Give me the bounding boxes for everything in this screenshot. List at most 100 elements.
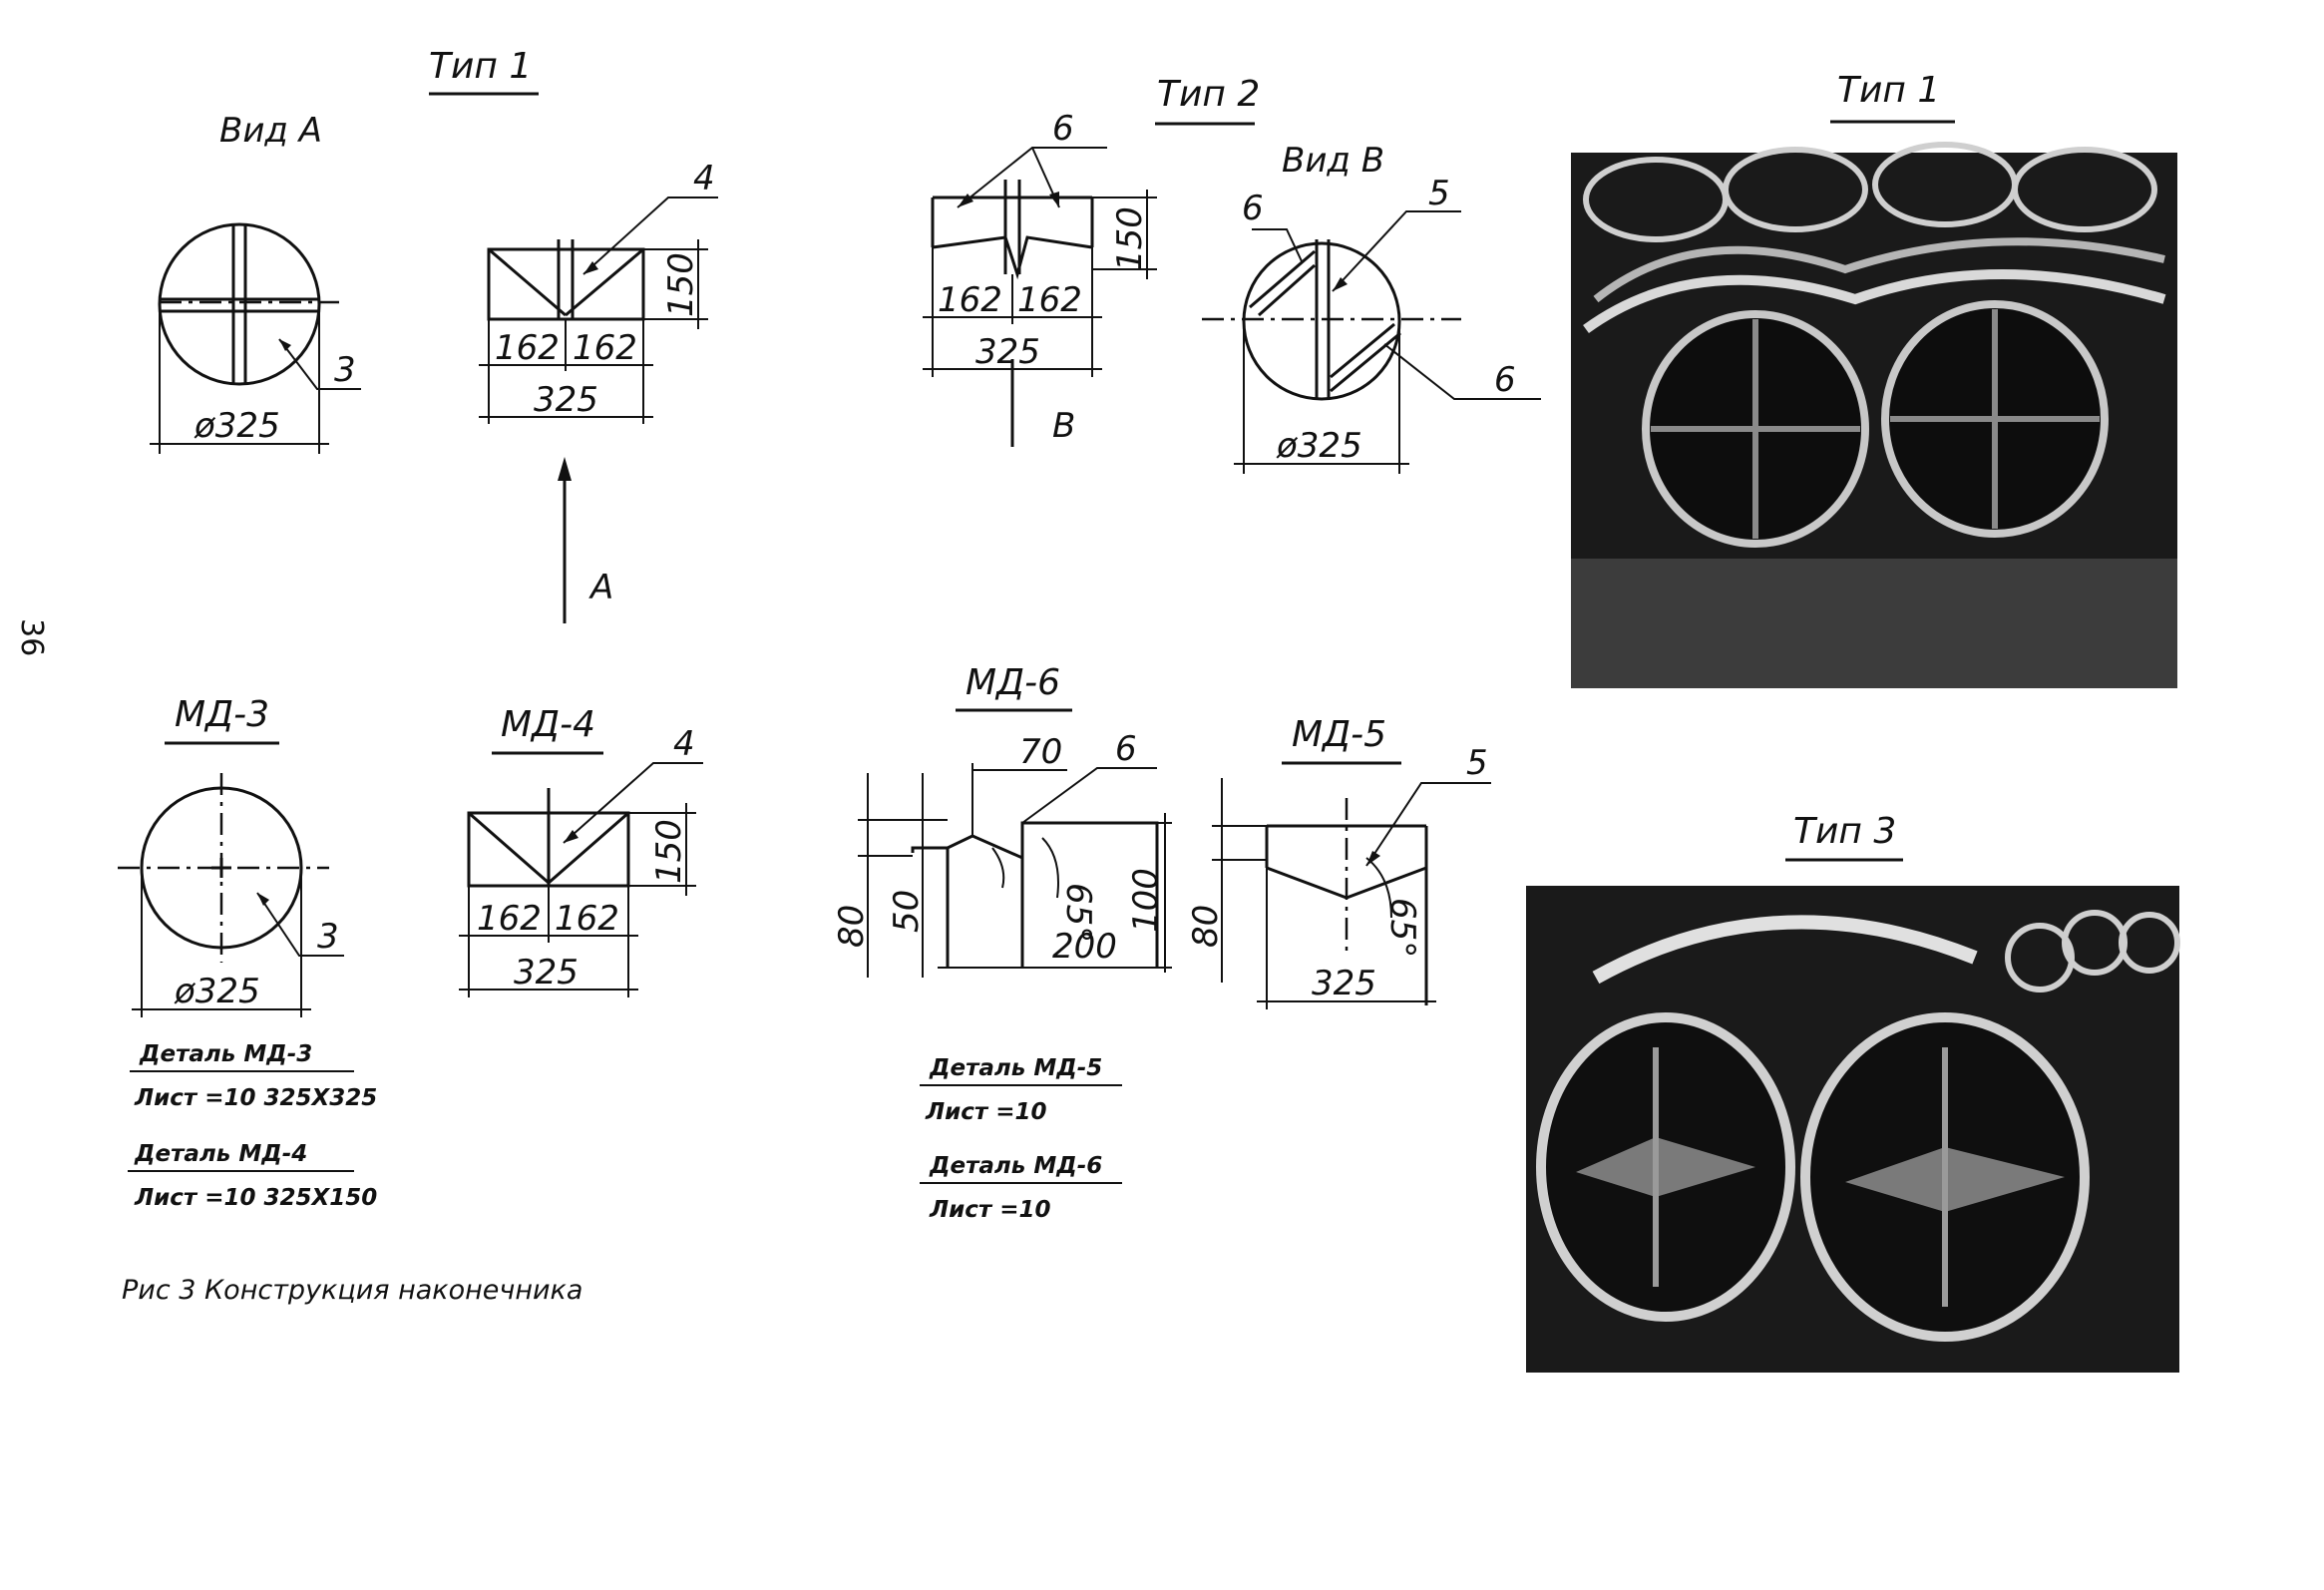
md5-angle-65: 65° [1382,898,1422,958]
tip1-title: Тип 1 [429,46,532,87]
tip2-dim-325: 325 [975,332,1040,372]
md6-title: МД-6 [966,662,1060,703]
md3-detail: МД-3 3 ø325 [118,694,344,1017]
md6-dim-70: 70 [1019,732,1062,772]
photo-tip3-bg-pipe-3 [2119,912,2180,974]
tip2-dim-162b: 162 [1017,280,1082,320]
photo-tip1-pipe-b [1723,147,1868,232]
md3-md4-notes: Деталь МД-3 Лист =10 325Х325 Деталь МД-4… [128,1041,377,1211]
md6-top-profile [911,821,1159,968]
vid-b-leader-5 [1332,210,1461,292]
md6-angle-arc [1041,837,1059,899]
md4-leader-arrow [564,830,579,843]
page-number: 36 [14,618,49,656]
vid-b-leader-6-top [1252,228,1303,262]
tip1-side-dim-162b: 162 [573,328,637,368]
md6-pos-6: 6 [1115,729,1137,769]
tip2-dim-150: 150 [1110,206,1150,271]
md4-diag-left [468,811,550,885]
tip1-side-pos-4: 4 [693,159,715,199]
tip2-side-view: Тип 2 6 150 162 162 325 В [923,74,1260,447]
md3-dim-325: ø325 [174,972,260,1011]
md6-dim-80: 80 [832,905,872,948]
vid-b-pos-5: 5 [1428,174,1450,213]
vid-b-title: Вид В [1282,141,1384,181]
tip1-side-outline [487,247,645,321]
md6-note-title: Деталь МД-6 [929,1153,1102,1179]
md4-pos-4: 4 [673,724,695,764]
md5-dim-325: 325 [1312,964,1376,1003]
tip1-side-leader-4 [582,197,718,275]
md5-title: МД-5 [1292,714,1386,755]
tip1-side-diag-right [565,247,644,317]
photo-tip3-fin-2 [1845,1147,2065,1212]
tip1-side-diag-left [488,247,567,317]
md6-dim-50: 50 [887,890,927,933]
tip2-vid-b: Вид В 6 5 6 ø325 [1202,141,1541,474]
md3-note-spec: Лист =10 325Х325 [134,1085,377,1111]
tip2-leader-arrow-a [958,194,973,207]
md3-note-title: Деталь МД-3 [139,1041,312,1067]
md4-title: МД-4 [501,704,595,745]
md6-leader-6 [1021,767,1157,824]
md6-dim-100: 100 [1126,868,1166,933]
photo-tip1: Тип 1 [1571,70,2177,688]
tip1-vid-a: Тип 1 Вид А 3 ø325 [150,46,539,454]
md5-pos-5: 5 [1466,743,1488,783]
md3-title: МД-3 [175,694,269,735]
photo-tip1-ground [1571,559,2177,688]
vid-b-fin-right-1 [1330,322,1395,379]
md5-note-title: Деталь МД-5 [929,1055,1102,1081]
tip2-leader-arrow-b [1049,192,1059,207]
md6-angle-65: 65° [1058,883,1098,943]
md3-leader-3 [256,892,344,957]
md3-leader-arrow [257,893,269,906]
md4-dim-325: 325 [514,953,579,993]
tip2-title: Тип 2 [1157,74,1260,115]
photo-tip3-title: Тип 3 [1793,811,1896,852]
vid-b-leader-6-bottom [1383,343,1541,400]
photo-tip1-pipe-rows-2 [1593,237,2165,303]
vid-a-dim-325: ø325 [194,406,280,446]
vid-a-leader-3 [278,338,361,390]
tip1-side-dim-325: 325 [534,380,598,420]
md5-dim-80: 80 [1186,905,1226,948]
md5-leader-arrow [1366,851,1380,866]
md5-detail: МД-5 5 65° 80 325 [1186,714,1491,1009]
vid-b-pos-6-bottom: 6 [1494,360,1516,400]
tip1-side-dim-162a: 162 [495,328,560,368]
photo-tip3-fin-1 [1576,1137,1755,1197]
vid-a-leader-arrow [279,339,291,351]
md3-pos-3: 3 [317,917,339,957]
tip2-dim-162a: 162 [938,280,1002,320]
vid-b-circle [1242,241,1401,401]
vid-b-fin-left-1 [1249,249,1316,309]
md4-detail: МД-4 4 150 162 162 325 [459,704,703,997]
view-arrow-b-label: В [1052,406,1075,446]
md6-note-spec: Лист =10 [929,1197,1050,1223]
tip1-side-leader-arrow [583,261,598,274]
md6-detail: МД-6 70 6 80 50 65° 100 200 [832,662,1172,978]
md4-leader-4 [563,762,703,844]
md5-note-spec: Лист =10 [925,1099,1046,1125]
vid-b-leader-5-arrow [1333,277,1348,291]
vid-a-title: Вид А [219,111,322,151]
md6-dim-200: 200 [1052,927,1117,967]
vid-b-fin-left-2 [1258,263,1316,317]
md4-note-spec: Лист =10 325Х150 [134,1185,377,1211]
md4-dim-162a: 162 [477,899,542,939]
photo-tip3: Тип 3 [1526,811,2180,1373]
tip1-side-view: 4 150 162 162 325 А [479,159,718,623]
md4-dim-150: 150 [649,819,689,884]
view-arrow-a-label: А [588,568,613,607]
md5-md6-notes: Деталь МД-5 Лист =10 Деталь МД-6 Лист =1… [920,1055,1122,1223]
vid-b-pos-6-top: 6 [1242,189,1264,228]
md4-diag-right [548,811,629,885]
md5-leader-5 [1365,782,1491,867]
tip2-pos-6: 6 [1052,109,1074,149]
figure-caption: Рис 3 Конструкция наконечника [122,1275,582,1306]
vid-b-dim-325: ø325 [1276,426,1362,466]
md6-bend-mark [991,847,1005,889]
tip1-side-dim-150: 150 [661,252,701,317]
